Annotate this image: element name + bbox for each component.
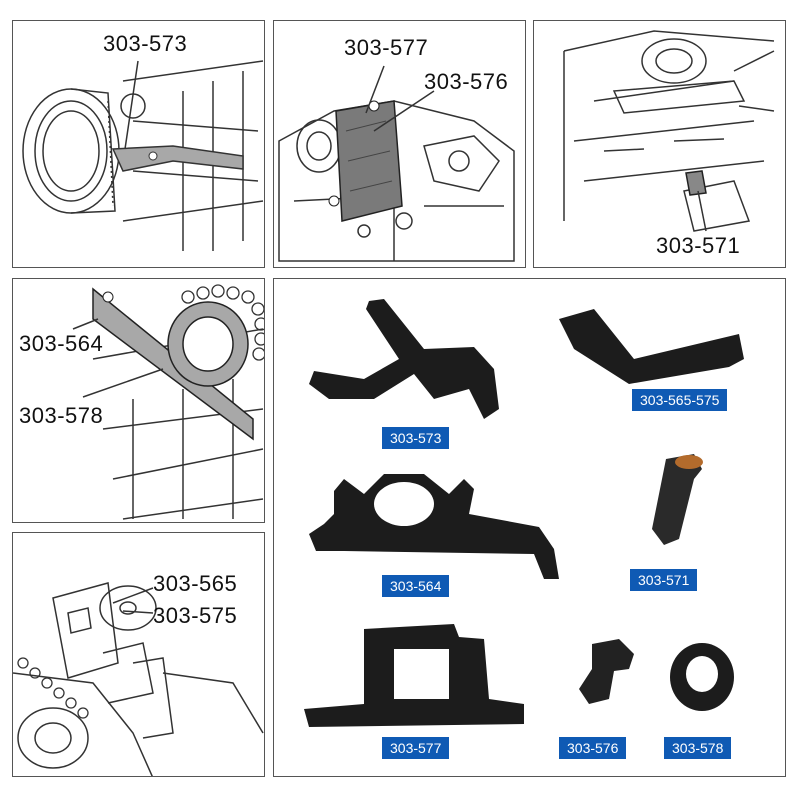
callout-303-564: 303-564 bbox=[19, 331, 104, 356]
crank-pin-illustration bbox=[563, 30, 775, 232]
tool-set-product-panel: 303-573 303-565-575 303-564 303-571 303-… bbox=[273, 278, 786, 777]
camshaft-plate-illustration bbox=[278, 65, 515, 262]
camshaft-holder-illustration bbox=[72, 284, 264, 520]
crank-wrench-illustration bbox=[13, 582, 264, 776]
label-303-565-575: 303-565-575 bbox=[632, 389, 728, 411]
diagram-panel-pulley-holder: 303-573 bbox=[12, 20, 265, 268]
label-303-564: 303-564 bbox=[382, 575, 450, 597]
tool-set-photo bbox=[304, 299, 744, 727]
label-303-576: 303-576 bbox=[559, 737, 627, 759]
callout-303-576: 303-576 bbox=[424, 69, 509, 94]
callout-303-575: 303-575 bbox=[153, 603, 238, 628]
diagram-panel-crank-pin: 303-571 bbox=[533, 20, 786, 268]
callout-303-573: 303-573 bbox=[103, 31, 188, 56]
diagram-panel-camshaft-plate: 303-577 303-576 bbox=[273, 20, 526, 268]
callout-303-571: 303-571 bbox=[656, 233, 741, 258]
pulley-holder-illustration bbox=[22, 60, 264, 251]
label-303-573: 303-573 bbox=[382, 427, 450, 449]
label-303-578: 303-578 bbox=[664, 737, 732, 759]
diagram-panel-camshaft-holder: 303-564 303-578 bbox=[12, 278, 265, 523]
label-303-577: 303-577 bbox=[382, 737, 450, 759]
callout-303-565: 303-565 bbox=[153, 571, 238, 596]
callout-303-577: 303-577 bbox=[344, 35, 429, 60]
diagram-panel-crank-wrench: 303-565 303-575 bbox=[12, 532, 265, 777]
callout-303-578: 303-578 bbox=[19, 403, 104, 428]
label-303-571: 303-571 bbox=[630, 569, 698, 591]
